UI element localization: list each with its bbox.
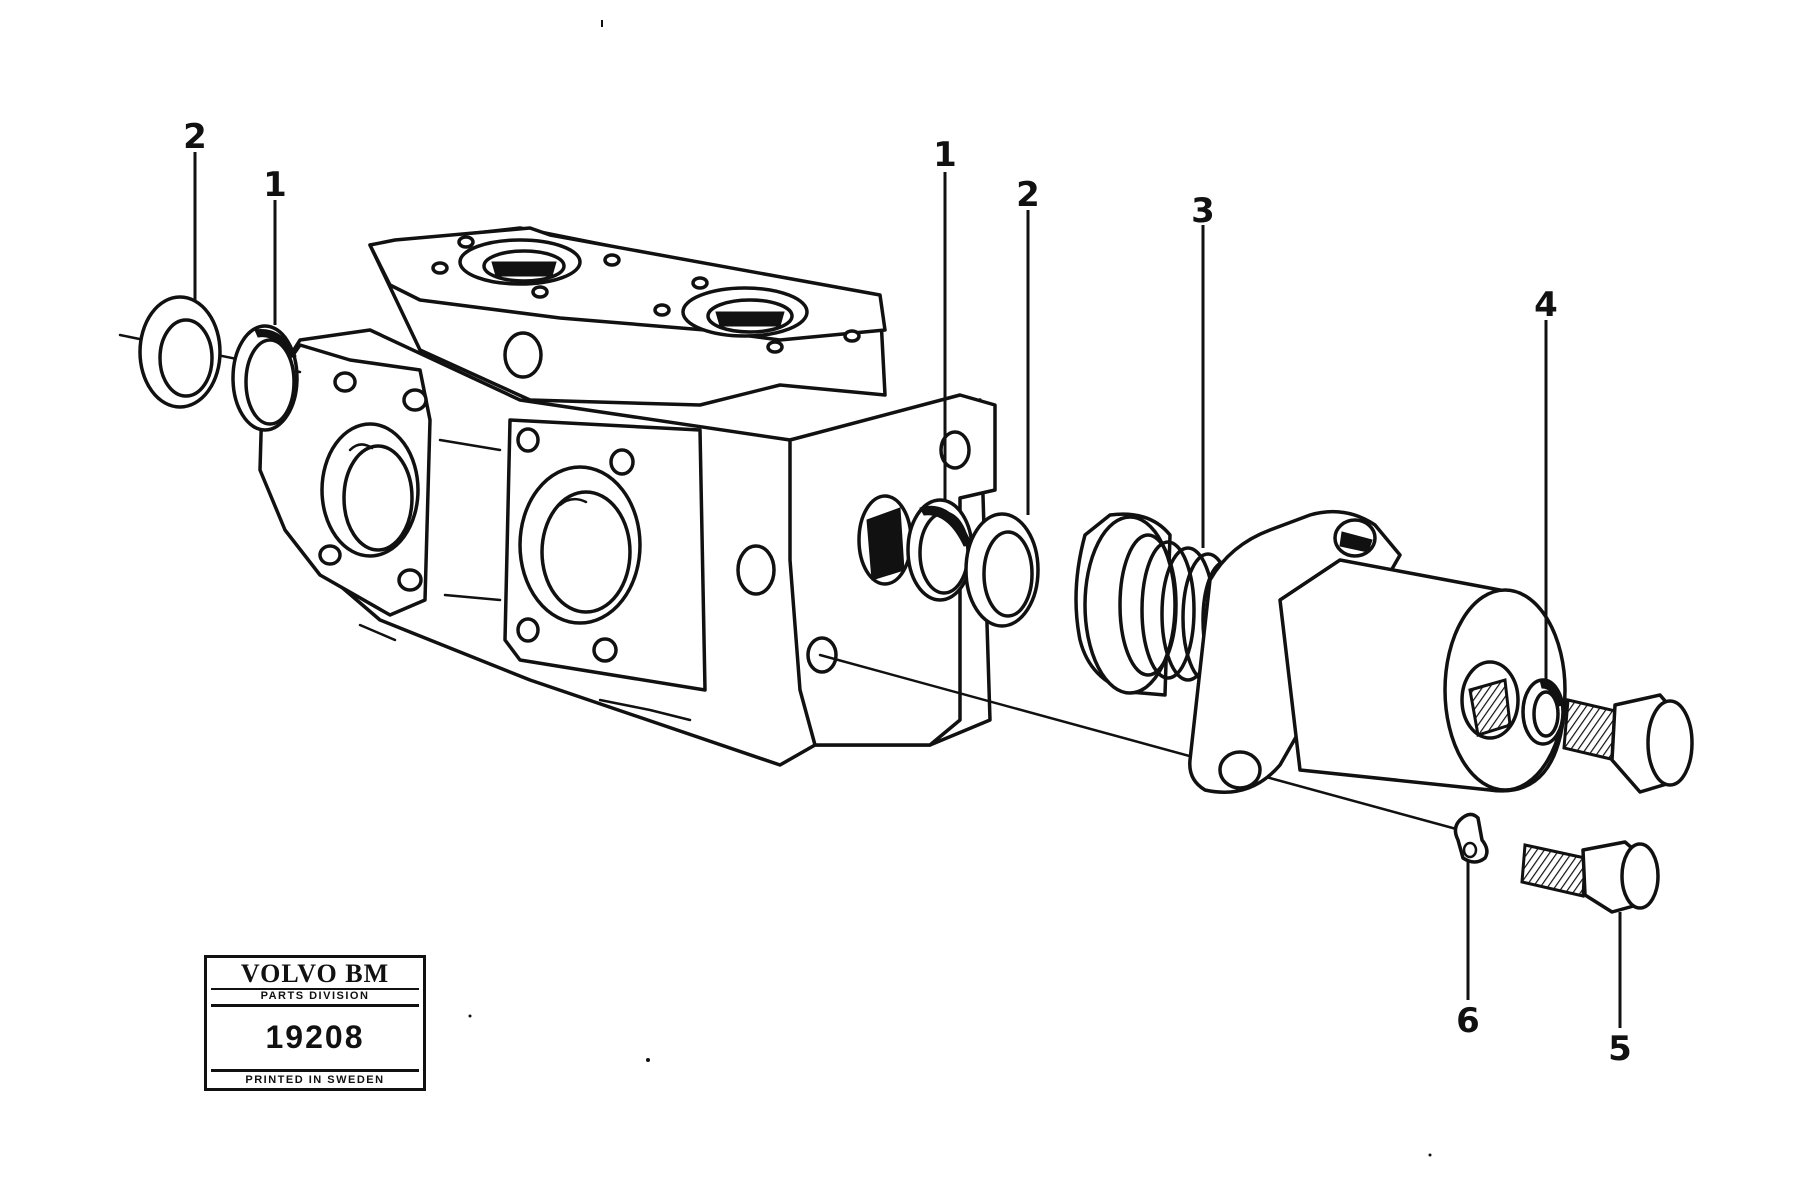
right-o-ring-1 bbox=[906, 498, 974, 602]
parts-division-stamp: VOLVO BM PARTS DIVISION 19208 PRINTED IN… bbox=[204, 955, 426, 1091]
plug-screw bbox=[1562, 693, 1694, 794]
left-o-ring-1 bbox=[231, 324, 299, 432]
callout-lock-washer: 6 bbox=[1456, 1001, 1480, 1041]
stamp-printed-in: PRINTED IN SWEDEN bbox=[211, 1069, 419, 1086]
callout-o-ring-left: 1 bbox=[263, 165, 287, 205]
callout-washer: 4 bbox=[1534, 285, 1558, 325]
callout-seal-ring-right: 2 bbox=[1016, 175, 1040, 215]
lock-washer-6 bbox=[1453, 812, 1489, 864]
left-seal-ring-2 bbox=[138, 295, 222, 409]
callout-spring: 3 bbox=[1191, 191, 1215, 231]
washer-4 bbox=[1521, 678, 1565, 746]
spring-3 bbox=[1074, 512, 1249, 697]
callout-o-ring-right: 1 bbox=[933, 135, 957, 175]
stamp-division: PARTS DIVISION bbox=[211, 990, 419, 1007]
leader-lines bbox=[193, 152, 1622, 1028]
callout-screw: 5 bbox=[1608, 1029, 1632, 1069]
stamp-drawing-number: 19208 bbox=[265, 1019, 365, 1055]
end-cover bbox=[1188, 509, 1567, 794]
stamp-brand: VOLVO BM bbox=[211, 960, 419, 990]
valve-housing bbox=[258, 226, 997, 767]
right-seal-ring-2 bbox=[964, 512, 1040, 628]
callout-seal-ring-left: 2 bbox=[183, 117, 207, 157]
callouts: 2 1 1 2 3 4 6 5 bbox=[183, 117, 1632, 1069]
screw-5 bbox=[1520, 840, 1660, 914]
print-specks bbox=[468, 20, 1432, 1157]
